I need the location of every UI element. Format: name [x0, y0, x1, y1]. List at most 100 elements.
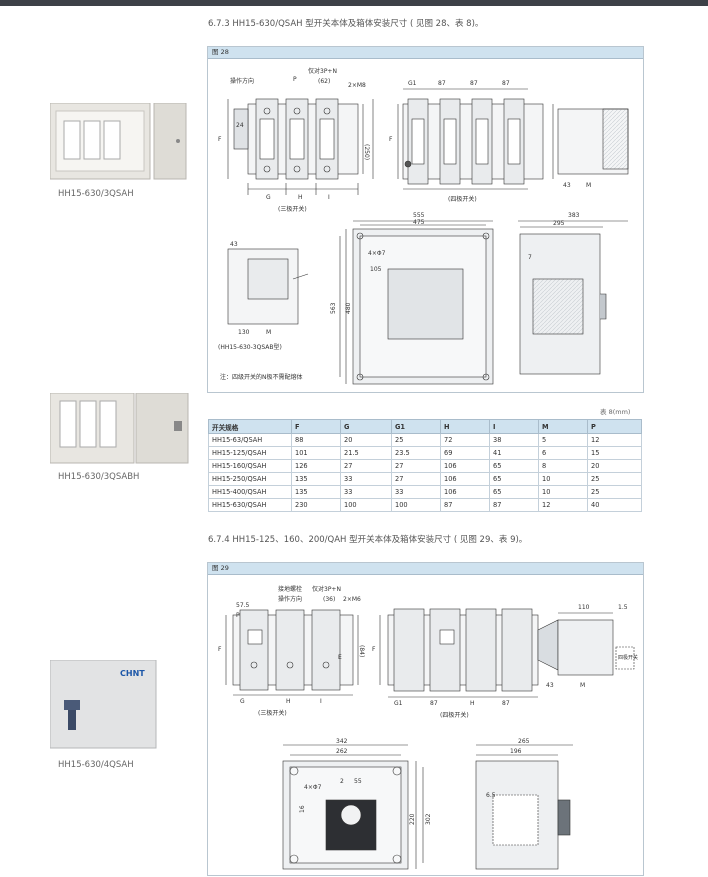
table-cell: 25: [587, 472, 642, 486]
fig29-enclosure-front: [282, 744, 424, 870]
fig29-dim-16: 16: [299, 805, 306, 813]
fig29-dim-f: F: [218, 646, 222, 653]
fig29-switch-note: 四极开关: [618, 654, 638, 661]
fig28-enclosure-side: [518, 220, 628, 375]
fig29-dim-i: I: [320, 698, 322, 705]
fig29-dim-p: P: [236, 612, 240, 619]
fig28-dim-7: 7: [528, 254, 532, 261]
fig29-dim-43: 43: [546, 682, 554, 689]
table-cell: 12: [587, 433, 642, 447]
fig29-dim-2: 2: [340, 778, 344, 785]
table-cell: 40: [587, 498, 642, 512]
fig29-dim-g: G: [240, 698, 245, 705]
table8-header: G1: [391, 419, 441, 434]
fig28-note: 注：四级开关的N极不需配熔体: [220, 373, 303, 381]
table-cell: 135: [291, 485, 341, 499]
section-title-673: 6.7.3 HH15-630/QSAH 型开关本体及箱体安装尺寸 ( 见图 28…: [208, 19, 484, 29]
table-cell: 25: [587, 485, 642, 499]
figure-28-label: 图 28: [208, 47, 643, 59]
fig28-enclosure-front-labels: 555 475 4×Φ7 105 563 480: [330, 212, 425, 314]
table-cell: 65: [489, 485, 539, 499]
fig28-dim-m2: M: [266, 329, 271, 336]
fig29-dim-262: 262: [336, 748, 348, 755]
fig28-dim-250: (250): [363, 144, 370, 160]
table-cell: 27: [391, 472, 441, 486]
table-cell: 6: [538, 446, 588, 460]
fig28-dim-563: 563: [330, 302, 337, 314]
table-cell: 33: [340, 485, 392, 499]
table-cell: HH15-250/QSAH: [208, 472, 292, 486]
fig28-label-3p: (三极开关): [278, 205, 307, 213]
photo-4qsah: CHNT: [50, 660, 157, 749]
fig28-dim-24: 24: [236, 122, 244, 129]
table-cell: HH15-160/QSAH: [208, 459, 292, 473]
table8-header: H: [440, 419, 490, 434]
table-cell: 21.5: [340, 446, 392, 460]
fig28-dim-i: I: [328, 194, 330, 201]
photo-brand-chnt: CHNT: [120, 669, 145, 678]
table-cell: HH15-63/QSAH: [208, 433, 292, 447]
table8-header-row: 开关规格 F G G1 H I M P: [208, 419, 642, 434]
fig28-dim-87b: 87: [470, 80, 478, 87]
fig29-label-3p: (三极开关): [258, 709, 287, 717]
fig29-dim-f2: F: [372, 646, 376, 653]
table-cell: HH15-400/QSAH: [208, 485, 292, 499]
fig29-label-4p: (四极开关): [440, 711, 469, 719]
fig28-dim-f: F: [218, 136, 222, 143]
fig29-dim-4x7: 4×Φ7: [304, 784, 322, 791]
fig28-dim-87a: 87: [438, 80, 446, 87]
table8-header: M: [538, 419, 588, 434]
table-cell: 100: [391, 498, 441, 512]
table-cell: 41: [489, 446, 539, 460]
fig28-only-3pn: 仅对3P+N: [308, 67, 337, 75]
fig28-qsab-view: [227, 248, 309, 325]
fig28-dim-295: 295: [553, 220, 565, 227]
fig29-three-pole-labels: 57.5 接地螺栓 仅对3P+N 操作方向 (36) 2×M6 P F E (8…: [218, 585, 365, 717]
fig28-dim-g: G: [266, 194, 271, 201]
fig28-label-4p: (四极开关): [448, 195, 477, 203]
fig29-four-pole-labels: F G1 87 H 87 (四极开关): [372, 646, 510, 719]
table-cell: 27: [391, 459, 441, 473]
table-cell: 38: [489, 433, 539, 447]
fig28-qsab-labels: 43 130 M (HH15-630-3QSAB型): [218, 241, 282, 351]
table-cell: 65: [489, 472, 539, 486]
figure-29-label: 图 29: [208, 563, 643, 575]
fig29-only-3pn: 仅对3P+N: [312, 585, 341, 593]
fig29-dim-65: 6.5: [486, 792, 496, 799]
table-cell: 87: [489, 498, 539, 512]
fig29-dim-575: 57.5: [236, 602, 250, 609]
fig28-enclosure-side-labels: 383 295 7: [528, 212, 580, 261]
fig29-dim-84: (84): [358, 645, 365, 657]
fig29-dim-302: 302: [425, 813, 432, 825]
fig28-dim-555: 555: [413, 212, 425, 219]
fig29-dim-e: E: [338, 654, 342, 661]
fig29-side-labels: 110 1.5 43 M 四极开关: [546, 604, 638, 689]
figure-29: 图 29 57.5 接地螺栓 仅对3P+N 操作方向 (36) 2×M6 P F…: [207, 562, 644, 876]
fig28-dim-m: M: [586, 182, 591, 189]
table-cell: 8: [538, 459, 588, 473]
fig28-dim-h: H: [298, 194, 303, 201]
table-cell: 27: [340, 459, 392, 473]
fig29-enclosure-side-labels: 265 196 6.5: [486, 738, 530, 799]
section-title-674: 6.7.4 HH15-125、160、200/QAH 型开关本体及箱体安装尺寸 …: [208, 535, 528, 545]
table-cell: 15: [587, 446, 642, 460]
fig29-dim-m: M: [580, 682, 585, 689]
fig28-dim-4x7: 4×Φ7: [368, 250, 386, 257]
table-cell: 87: [440, 498, 490, 512]
table-cell: 5: [538, 433, 588, 447]
fig28-dim-p: P: [293, 76, 297, 83]
table-cell: 33: [340, 472, 392, 486]
fig28-dim-g1: G1: [408, 80, 417, 87]
table-cell: 106: [440, 472, 490, 486]
fig28-three-pole-view: [227, 98, 374, 195]
photo-3qsabh: [50, 393, 189, 464]
fig29-three-pole-view: [225, 609, 359, 696]
fig29-enclosure-side: [475, 744, 573, 870]
table-cell: 106: [440, 485, 490, 499]
fig28-dim-480: 480: [345, 302, 352, 314]
table-cell: 12: [538, 498, 588, 512]
fig28-enclosure-front: [339, 220, 494, 385]
fig29-enclosure-front-labels: 342 262 4×Φ7 2 55 16 220 302: [299, 738, 432, 825]
fig29-dim-196: 196: [510, 748, 522, 755]
